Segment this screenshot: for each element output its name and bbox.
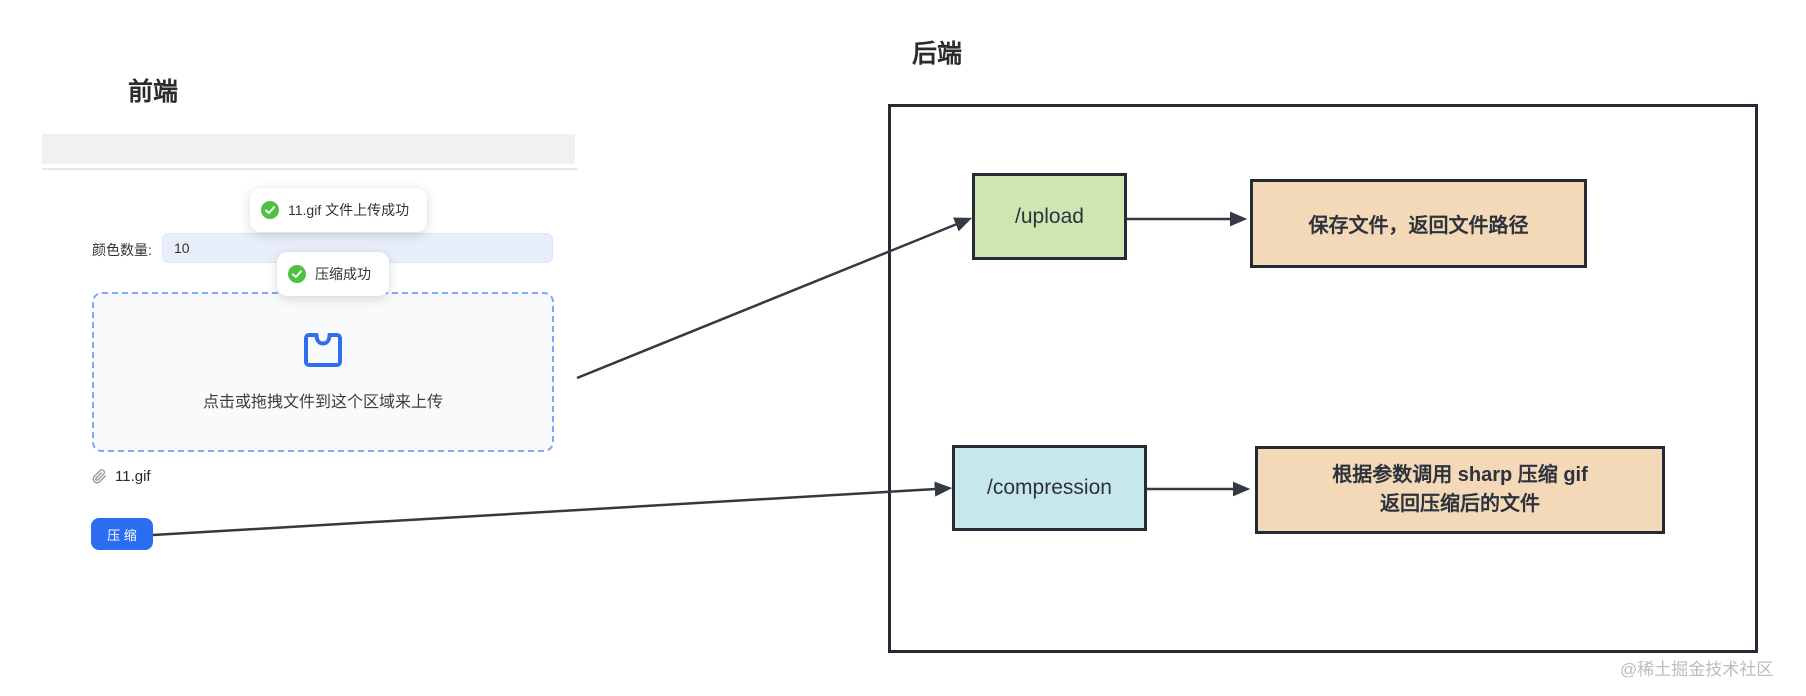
arrow-compress-to-backend (152, 481, 953, 537)
color-count-input[interactable] (162, 233, 553, 263)
toast-upload-success: 11.gif 文件上传成功 (250, 188, 428, 232)
compress-button[interactable]: 压 缩 (91, 518, 153, 550)
frontend-toolbar-divider (42, 168, 577, 170)
toast-compress-success: 压缩成功 (277, 252, 389, 296)
compression-action-line-2: 返回压缩后的文件 (1380, 493, 1540, 515)
backend-title: 后端 (912, 40, 963, 68)
inbox-icon (304, 333, 342, 367)
color-count-label: 颜色数量: (92, 242, 152, 258)
node-upload-endpoint: /upload (972, 173, 1127, 260)
node-compression-action: 根据参数调用 sharp 压缩 gif 返回压缩后的文件 (1255, 446, 1665, 534)
watermark: @稀土掘金技术社区 (1620, 660, 1774, 679)
check-circle-icon (288, 265, 306, 283)
toast-compress-success-text: 压缩成功 (315, 266, 371, 282)
frontend-title: 前端 (128, 78, 179, 106)
upload-dropzone[interactable]: 点击或拖拽文件到这个区域来上传 (92, 292, 554, 452)
upload-hint-text: 点击或拖拽文件到这个区域来上传 (202, 394, 443, 411)
check-circle-icon (261, 201, 279, 219)
uploaded-file-item[interactable]: 11.gif (92, 468, 151, 485)
toast-upload-success-text: 11.gif 文件上传成功 (288, 202, 410, 218)
uploaded-file-name: 11.gif (115, 468, 151, 485)
node-compression-endpoint: /compression (952, 445, 1147, 531)
node-save-file-action: 保存文件，返回文件路径 (1250, 179, 1587, 268)
frontend-toolbar-strip (42, 134, 575, 164)
compression-action-line-1: 根据参数调用 sharp 压缩 gif (1332, 464, 1588, 486)
paperclip-icon (92, 469, 107, 484)
